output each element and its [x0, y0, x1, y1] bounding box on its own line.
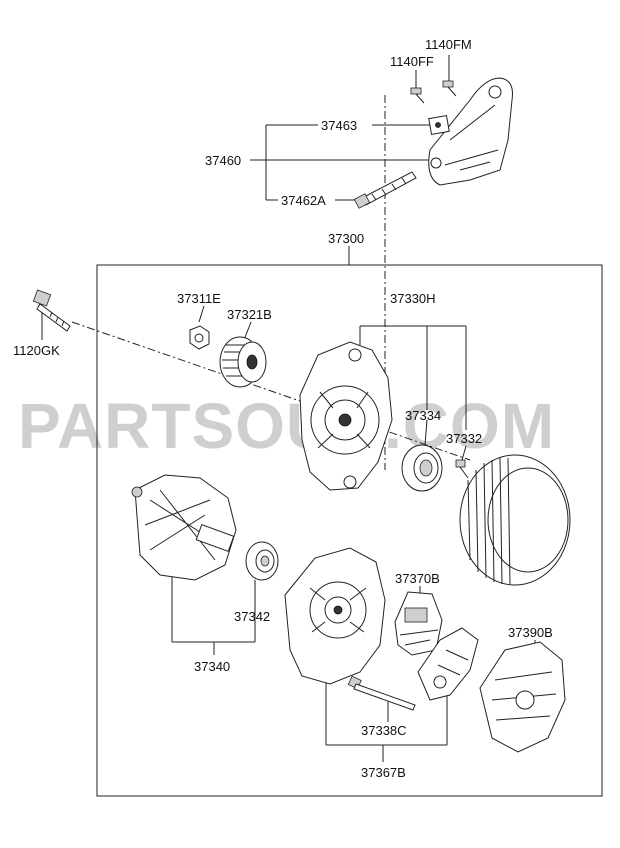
stator-assembly[interactable] [459, 454, 571, 586]
part-labels: 1140FM 1140FF 37463 37460 37462A 37300 3… [13, 37, 553, 780]
watermark: PARTSOUQ.COM [18, 390, 555, 462]
rear-bearing[interactable] [245, 541, 279, 581]
adjuster-block[interactable] [428, 114, 450, 136]
label-37367b[interactable]: 37367B [361, 765, 406, 780]
label-37460[interactable]: 37460 [205, 153, 241, 168]
label-37390b[interactable]: 37390B [508, 625, 553, 640]
rotor-assembly[interactable] [131, 474, 237, 581]
housing-screw[interactable] [455, 459, 469, 479]
label-37330h[interactable]: 37330H [390, 291, 436, 306]
leader-lines [41, 55, 536, 762]
label-37342[interactable]: 37342 [234, 609, 270, 624]
bolt-1140ff[interactable] [410, 87, 425, 104]
label-37370b[interactable]: 37370B [395, 571, 440, 586]
rear-cover[interactable] [479, 641, 566, 753]
label-1120gk[interactable]: 1120GK [13, 343, 60, 358]
voltage-regulator[interactable] [394, 591, 443, 656]
rectifier[interactable] [417, 627, 479, 701]
label-1140fm[interactable]: 1140FM [425, 37, 472, 52]
through-bolt-1120gk[interactable] [32, 289, 71, 332]
label-37300[interactable]: 37300 [328, 231, 364, 246]
rear-through-bolt[interactable] [347, 675, 416, 711]
clutch-pulley[interactable] [219, 336, 267, 388]
front-bearing[interactable] [401, 444, 443, 492]
label-37338c[interactable]: 37338C [361, 723, 407, 738]
label-37340[interactable]: 37340 [194, 659, 230, 674]
label-37311e[interactable]: 37311E [177, 291, 221, 306]
label-37332[interactable]: 37332 [446, 431, 482, 446]
label-37321b[interactable]: 37321B [227, 307, 272, 322]
front-housing[interactable] [299, 341, 393, 491]
mounting-bracket[interactable] [428, 77, 513, 186]
bolt-1140fm[interactable] [442, 80, 457, 97]
long-bolt-37462a[interactable] [353, 171, 417, 209]
pulley-nut[interactable] [189, 325, 210, 350]
label-37463[interactable]: 37463 [321, 118, 357, 133]
label-37462a[interactable]: 37462A [281, 193, 326, 208]
rear-housing[interactable] [284, 547, 386, 685]
label-1140ff[interactable]: 1140FF [390, 54, 434, 69]
label-37334[interactable]: 37334 [405, 408, 441, 423]
